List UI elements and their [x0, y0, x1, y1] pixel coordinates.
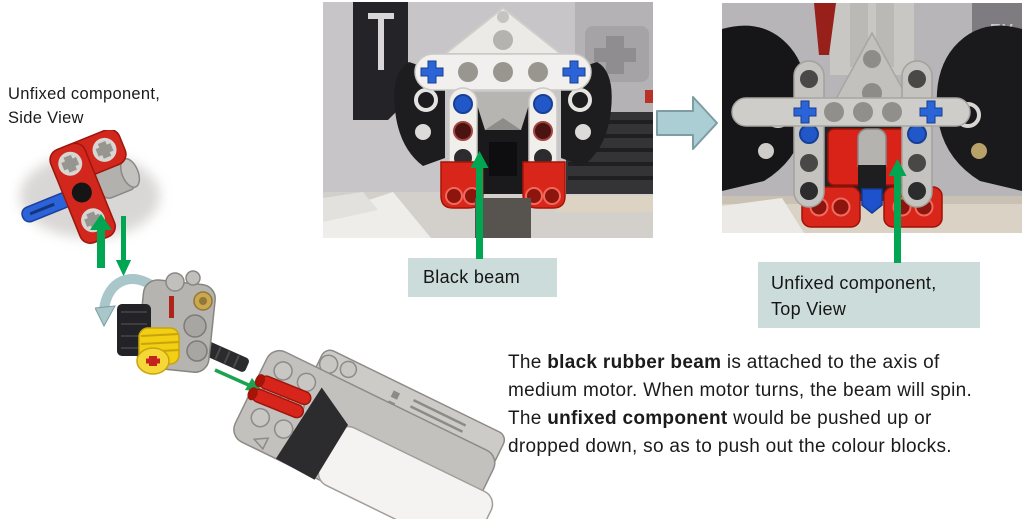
unfixed-component [827, 128, 917, 214]
block-arrow-icon [656, 96, 718, 150]
robot-top-view-photo: EV [722, 3, 1022, 233]
robot-front-photo-image [323, 2, 653, 238]
black-beam-label: Black beam [408, 258, 557, 297]
robot-top-view-photo-image: EV [722, 3, 1022, 233]
top-view-label-line1: Unfixed component, [771, 273, 937, 293]
text-segment-bold: unfixed component [547, 408, 728, 429]
description-line-2: medium motor. When motor turns, the beam… [508, 377, 1022, 405]
red-axle-connector [247, 374, 312, 419]
top-view-label: Unfixed component, Top View [758, 262, 980, 328]
text-segment-bold: black rubber beam [547, 352, 722, 373]
text-segment: medium motor. When motor turns, the beam… [508, 380, 973, 401]
medium-motor [233, 349, 506, 519]
up-arrow-icon [90, 214, 112, 268]
description-line-3: The unfixed component would be pushed up… [508, 405, 1022, 433]
description-text: The black rubber beam is attached to the… [508, 349, 1022, 461]
pointer-arrow-right-icon [888, 159, 907, 263]
gearbox-component [117, 270, 216, 375]
side-view-caption-line2: Side View [8, 109, 84, 127]
text-segment: dropped down, so as to push out the colo… [508, 436, 952, 457]
text-segment: would be pushed up or [727, 408, 932, 429]
top-view-label-line2: Top View [771, 299, 847, 319]
unfixed-component-side-photo [20, 130, 160, 244]
text-segment: The [508, 408, 548, 429]
motor-assembly-illustration [95, 270, 506, 519]
robot-front-photo [323, 2, 653, 238]
pointer-arrow-center-icon [470, 151, 489, 259]
yellow-worm-gear [136, 327, 180, 375]
up-down-arrows-icon [90, 214, 131, 276]
side-view-caption: Unfixed component, Side View [8, 82, 160, 130]
side-view-caption-line1: Unfixed component, [8, 85, 161, 103]
description-line-1: The black rubber beam is attached to the… [508, 349, 1022, 377]
text-segment: is attached to the axis of [721, 352, 940, 373]
text-segment: The [508, 352, 548, 373]
description-line-4: dropped down, so as to push out the colo… [508, 433, 1022, 461]
